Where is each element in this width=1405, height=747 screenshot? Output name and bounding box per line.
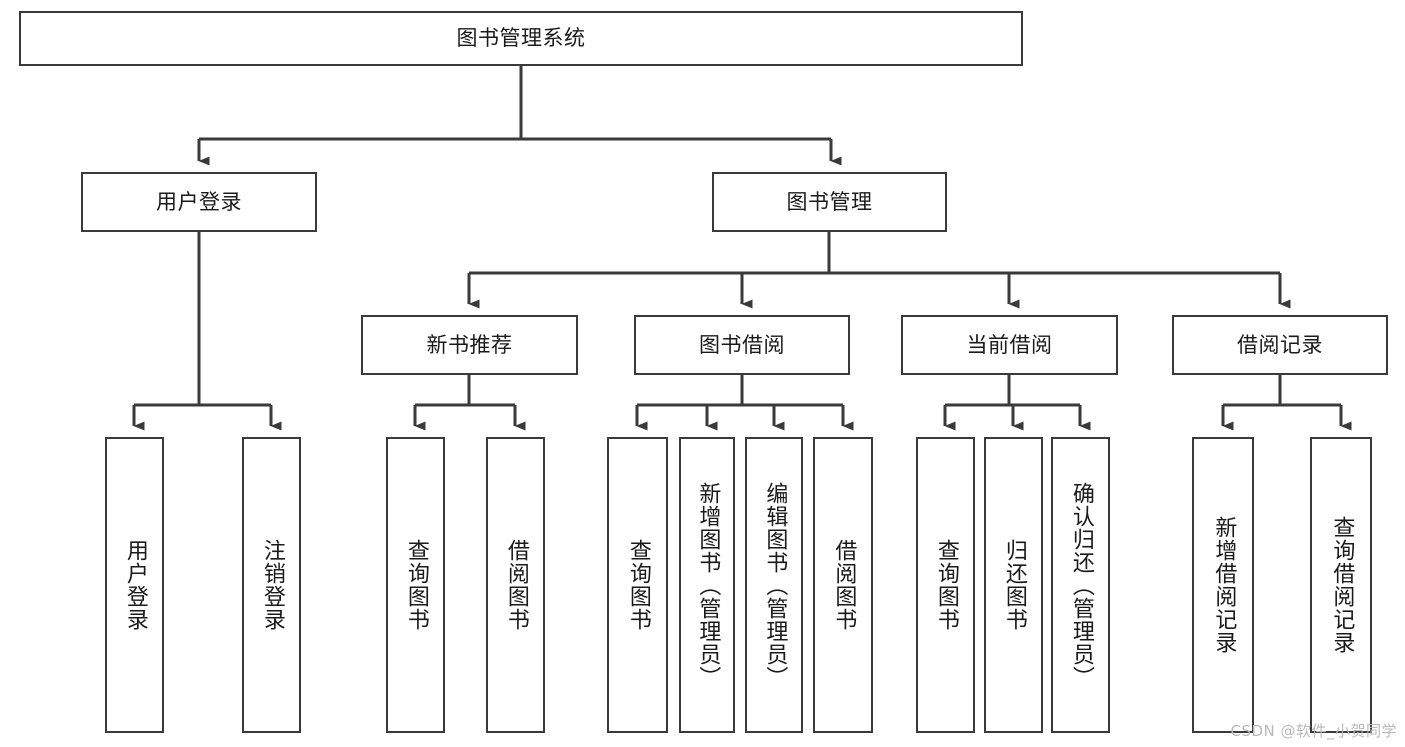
node-label: 用户登录 [122, 539, 148, 631]
node-borrow-record[interactable]: 借阅记录 [1172, 315, 1388, 375]
node-book-borrow[interactable]: 图书借阅 [634, 315, 850, 375]
leaf-return-book[interactable]: 归还图书 [984, 437, 1043, 733]
node-new-book-recommend[interactable]: 新书推荐 [361, 315, 578, 375]
node-label: 查询借阅记录 [1329, 516, 1355, 654]
node-label: 新增借阅记录 [1211, 516, 1237, 654]
node-label: 查询图书 [933, 539, 959, 631]
node-label: 编辑图书（管理员） [762, 481, 788, 689]
node-label: 确认归还（管理员） [1068, 481, 1094, 689]
node-label: 归还图书 [1001, 539, 1027, 631]
node-book-management[interactable]: 图书管理 [712, 172, 947, 232]
node-label: 查询图书 [403, 539, 429, 631]
node-label: 图书管理 [786, 189, 873, 214]
node-label: 借阅图书 [503, 539, 529, 631]
node-label: 借阅记录 [1237, 332, 1323, 357]
leaf-logout[interactable]: 注销登录 [242, 437, 301, 733]
node-label: 当前借阅 [966, 332, 1053, 357]
node-label: 新书推荐 [426, 332, 513, 357]
node-label: 查询图书 [625, 539, 651, 631]
leaf-query-book-recommend[interactable]: 查询图书 [386, 437, 445, 733]
watermark: CSDN @软件_小贺同学 [1230, 722, 1397, 740]
node-label: 借阅图书 [831, 539, 857, 631]
leaf-user-login[interactable]: 用户登录 [105, 437, 164, 733]
leaf-query-book-borrow[interactable]: 查询图书 [607, 437, 668, 733]
node-label: 图书借阅 [699, 332, 785, 357]
leaf-borrow-book[interactable]: 借阅图书 [813, 437, 873, 733]
leaf-edit-book-admin[interactable]: 编辑图书（管理员） [745, 437, 803, 733]
leaf-query-book-current[interactable]: 查询图书 [916, 437, 975, 733]
leaf-add-book-admin[interactable]: 新增图书（管理员） [679, 437, 735, 733]
leaf-borrow-book-recommend[interactable]: 借阅图书 [486, 437, 545, 733]
node-label: 新增图书（管理员） [695, 481, 721, 689]
node-label: 注销登录 [259, 539, 285, 631]
node-root-book-management-system[interactable]: 图书管理系统 [19, 11, 1023, 66]
leaf-confirm-return-admin[interactable]: 确认归还（管理员） [1051, 437, 1110, 733]
leaf-add-borrow-record[interactable]: 新增借阅记录 [1192, 437, 1254, 733]
leaf-query-borrow-record[interactable]: 查询借阅记录 [1310, 437, 1372, 733]
node-user-login[interactable]: 用户登录 [81, 172, 317, 232]
node-current-borrow[interactable]: 当前借阅 [901, 315, 1118, 375]
node-label: 用户登录 [156, 189, 242, 214]
node-label: 图书管理系统 [456, 26, 586, 51]
